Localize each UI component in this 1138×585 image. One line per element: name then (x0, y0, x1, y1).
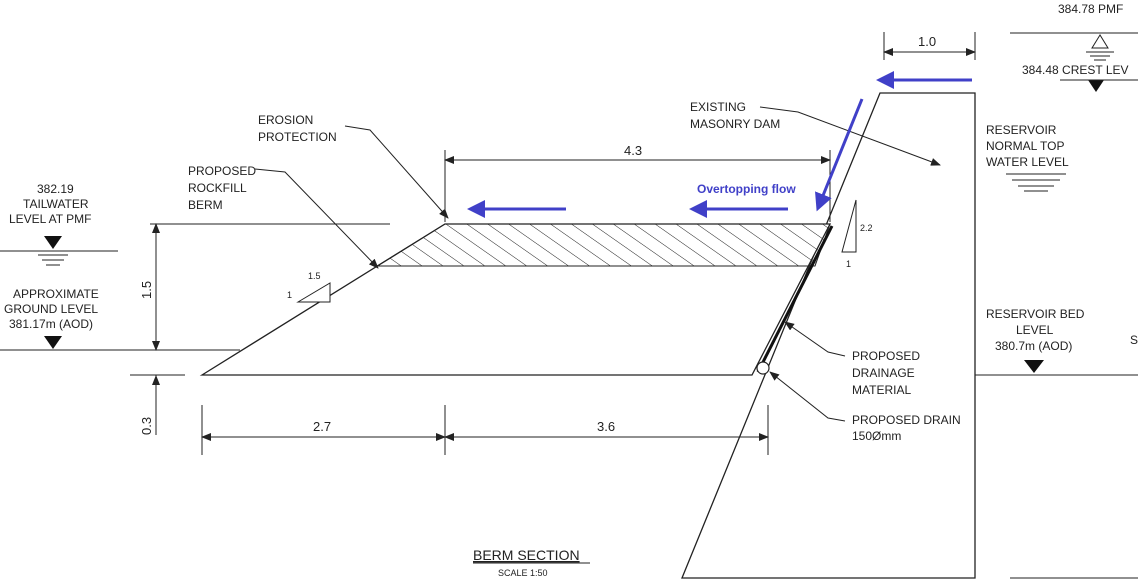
level-labels: 384.78 PMF 384.48 CREST LEV 382.19 TAILW… (4, 2, 1138, 353)
berm-slope-rise: 1 (287, 290, 292, 300)
level-symbols (38, 34, 1138, 373)
drainage-label-3: MATERIAL (852, 383, 911, 397)
drainage-label-2: DRAINAGE (852, 366, 915, 380)
drainage-label-1: PROPOSED (852, 349, 920, 363)
drain-label-1: PROPOSED DRAIN (852, 413, 961, 427)
berm-slope-run: 1.5 (308, 271, 321, 281)
drain-label-2: 150Ømm (852, 429, 901, 443)
erosion-label-2: PROTECTION (258, 130, 337, 144)
title-block: BERM SECTION SCALE 1:50 (473, 547, 590, 578)
ground-level-label-2: GROUND LEVEL (4, 302, 98, 316)
drawing-title: BERM SECTION (473, 547, 580, 563)
tailwater-label-1: 382.19 (37, 182, 74, 196)
drain-pipe (756, 361, 770, 375)
reservoir-top-label-1: RESERVOIR (986, 123, 1057, 137)
leader-lines (254, 106, 941, 422)
rockfill-berm (199, 223, 832, 376)
overtopping-flow-arrows (467, 71, 972, 218)
callout-labels: EROSION PROTECTION PROPOSED ROCKFILL BER… (188, 100, 961, 443)
berm-label-2: ROCKFILL (188, 181, 247, 195)
slope-triangles (296, 199, 857, 303)
crest-width-dim: 1.0 (918, 34, 936, 49)
tailwater-label-2: TAILWATER (23, 197, 89, 211)
tailwater-label-3: LEVEL AT PMF (9, 212, 91, 226)
berm-label-3: BERM (188, 198, 223, 212)
edge-fragment-label: S (1130, 333, 1138, 347)
erosion-label-1: EROSION (258, 113, 313, 127)
ground-level-label-3: 381.17m (AOD) (9, 317, 93, 331)
reservoir-top-label-2: NORMAL TOP (986, 139, 1064, 153)
ground-level-label-1: APPROXIMATE (13, 287, 99, 301)
dimension-labels: 1.0 4.3 1.5 0.3 2.7 3.6 1.5 1 2.2 1 (139, 34, 936, 435)
berm-top-dim: 4.3 (624, 143, 642, 158)
drain-depth-dim: 0.3 (139, 417, 154, 435)
right-base-dim: 3.6 (597, 419, 615, 434)
pmf-level-label: 384.78 PMF (1058, 2, 1123, 16)
drawing-scale: SCALE 1:50 (498, 568, 548, 578)
reservoir-bed-label-2: LEVEL (1016, 323, 1054, 337)
dam-label-2: MASONRY DAM (690, 117, 780, 131)
dam-label-1: EXISTING (690, 100, 746, 114)
dam-slope-run: 1 (846, 259, 851, 269)
drainage-material-layer (756, 225, 834, 373)
dam-slope-rise: 2.2 (860, 223, 873, 233)
ground-lines (0, 32, 1138, 579)
masonry-dam (681, 92, 976, 579)
crest-level-label: 384.48 CREST LEV (1022, 63, 1129, 77)
reservoir-bed-label-3: 380.7m (AOD) (995, 339, 1072, 353)
left-toe-dim: 2.7 (313, 419, 331, 434)
erosion-protection-hatch (375, 223, 831, 267)
berm-height-dim: 1.5 (139, 281, 154, 299)
overtopping-flow-label: Overtopping flow (697, 182, 796, 196)
reservoir-top-label-3: WATER LEVEL (986, 155, 1069, 169)
berm-label-1: PROPOSED (188, 164, 256, 178)
reservoir-bed-label-1: RESERVOIR BED (986, 307, 1085, 321)
